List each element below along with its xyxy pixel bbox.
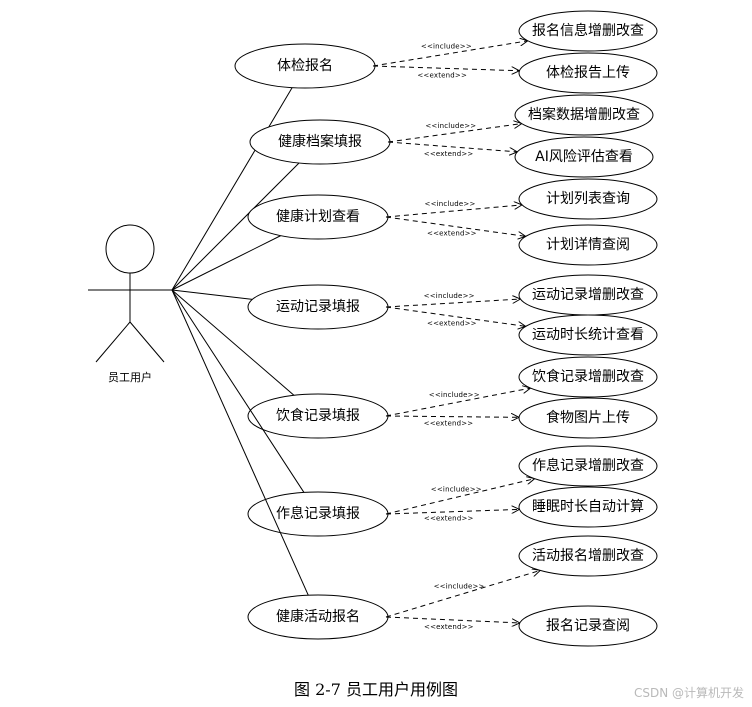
include-label: <<include>> [425, 122, 476, 130]
include-use-case-label: 计划列表查询 [546, 191, 630, 207]
use-case-label: 饮食记录填报 [276, 407, 360, 424]
include-label: <<include>> [425, 200, 476, 208]
include-label: <<include>> [421, 42, 472, 50]
use-case-label: 健康活动报名 [276, 608, 360, 625]
include-arrow [385, 205, 522, 218]
include-use-case-label: 报名信息增删改查 [532, 22, 644, 39]
include-use-case-label: 饮食记录增删改查 [532, 368, 644, 385]
extend-arrow [385, 509, 519, 515]
extend-use-case-ellipse [518, 605, 658, 647]
include-use-case-label: 作息记录增删改查 [532, 457, 644, 474]
include-use-case-ellipse [518, 356, 658, 398]
extend-use-case-label: 睡眠时长自动计算 [532, 499, 644, 515]
include-label: <<include>> [424, 292, 475, 300]
extend-use-case-ellipse [518, 486, 658, 528]
extend-label: <<extend>> [417, 71, 467, 79]
association-line [171, 235, 281, 291]
include-arrow [387, 124, 522, 143]
actor-right-leg [129, 321, 165, 363]
extend-arrow [385, 306, 526, 326]
extend-use-case-label: AI风险评估查看 [535, 149, 633, 165]
association-line [171, 162, 300, 291]
include-use-case-label: 活动报名增删改查 [532, 548, 644, 564]
extend-arrow [385, 216, 526, 236]
include-use-case-ellipse [518, 445, 658, 487]
extend-use-case-ellipse [514, 136, 654, 178]
extend-label: <<extend>> [427, 230, 477, 238]
include-arrow [385, 479, 535, 515]
association-line [171, 289, 295, 396]
actor-left-leg [95, 321, 131, 363]
include-arrow [385, 388, 531, 417]
association-line [171, 87, 293, 291]
association-line [171, 289, 253, 300]
extend-arrow [385, 416, 519, 417]
extend-use-case-ellipse [518, 314, 658, 356]
extend-use-case-label: 运动时长统计查看 [532, 327, 644, 343]
extend-use-case-ellipse [518, 224, 658, 266]
extend-label: <<extend>> [424, 150, 474, 158]
extend-use-case-ellipse [518, 397, 658, 439]
extend-use-case-label: 体检报告上传 [546, 65, 630, 81]
use-case-label: 体检报名 [277, 58, 333, 74]
figure-caption: 图 2-7 员工用户用例图 [294, 680, 458, 699]
extend-use-case-label: 食物图片上传 [546, 409, 630, 426]
include-label: <<include>> [431, 485, 482, 493]
use-case-label: 健康档案填报 [278, 133, 362, 150]
extend-label: <<extend>> [427, 320, 477, 328]
extend-use-case-ellipse [518, 52, 658, 94]
use-case-label: 运动记录填报 [276, 299, 360, 315]
include-label: <<include>> [429, 391, 480, 399]
extend-label: <<extend>> [424, 623, 474, 631]
extend-label: <<extend>> [424, 515, 474, 523]
extend-arrow [385, 616, 520, 623]
actor-figure [88, 224, 172, 363]
include-use-case-ellipse [518, 10, 658, 52]
use-case-label: 作息记录填报 [276, 505, 360, 522]
watermark: CSDN @计算机开发 [633, 686, 744, 700]
include-arrow [385, 299, 520, 308]
include-label: <<include>> [434, 583, 485, 591]
association-line [171, 289, 309, 596]
extend-arrow [387, 141, 517, 152]
use-case-label: 健康计划查看 [276, 208, 360, 225]
include-use-case-ellipse [518, 178, 658, 220]
extend-use-case-label: 计划详情查阅 [546, 237, 630, 253]
actor-label: 员工用户 [108, 370, 152, 384]
include-use-case-label: 运动记录增删改查 [532, 287, 644, 303]
include-arrow [372, 41, 528, 67]
association-line [171, 289, 305, 493]
include-use-case-ellipse [518, 535, 658, 577]
extend-label: <<extend>> [424, 420, 474, 428]
include-arrow [385, 570, 540, 618]
extend-use-case-label: 报名记录查阅 [546, 618, 630, 634]
use-case-layer: 体检报名 报名信息增删改查 <<include>> 体检报告上传 <<extend>> 健… [171, 10, 658, 647]
actor-head [105, 224, 155, 274]
extend-arrow [372, 65, 519, 71]
include-use-case-ellipse [514, 94, 654, 136]
include-use-case-label: 档案数据增删改查 [528, 106, 640, 123]
